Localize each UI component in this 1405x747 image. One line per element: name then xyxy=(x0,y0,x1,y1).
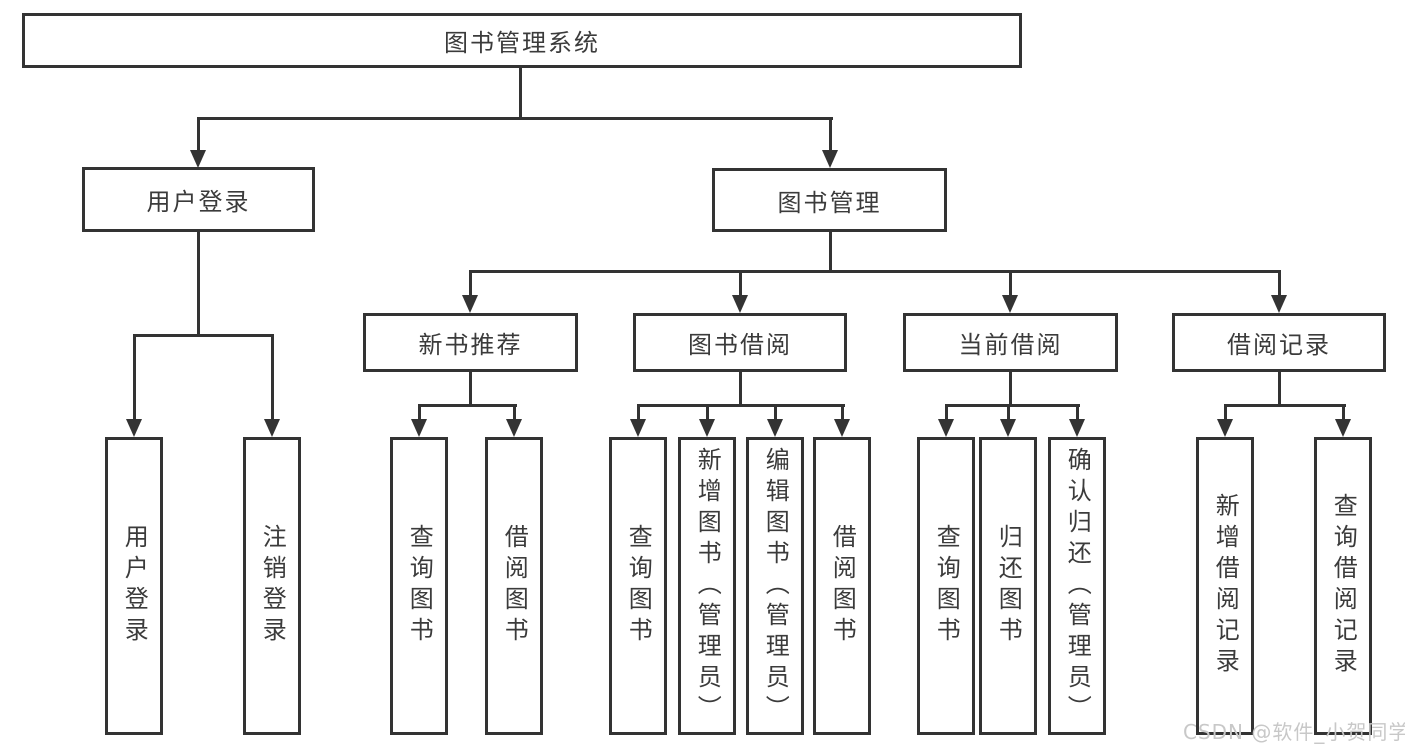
node-user-login-branch: 用户登录 xyxy=(82,167,315,232)
connector-drop-user-login xyxy=(197,117,200,151)
connector-root-stem xyxy=(519,68,522,118)
connector-drop-add-books xyxy=(706,404,709,420)
node-leaf-query-books-3-label: 查询图书 xyxy=(932,524,961,648)
node-new-book-recommendation: 新书推荐 xyxy=(363,313,578,372)
node-user-login-branch-label: 用户登录 xyxy=(146,188,251,216)
node-leaf-query-books-2-label: 查询图书 xyxy=(624,524,653,648)
arrowhead-new-book xyxy=(462,295,478,313)
arrowhead-query-books-2 xyxy=(630,419,646,437)
connector-current-borrowing-stem xyxy=(1009,372,1012,407)
connector-drop-query-borrow-record xyxy=(1342,404,1345,420)
connector-split-group2 xyxy=(418,404,517,407)
node-borrowing-records: 借阅记录 xyxy=(1172,313,1386,372)
node-leaf-query-books-3: 查询图书 xyxy=(917,437,975,735)
node-leaf-borrow-books-1: 借阅图书 xyxy=(485,437,543,735)
connector-split-group4 xyxy=(945,404,1080,407)
node-leaf-query-books-1-label: 查询图书 xyxy=(405,524,434,648)
node-current-borrowing-label: 当前借阅 xyxy=(958,331,1063,359)
connector-borrowing-records-stem xyxy=(1278,372,1281,407)
node-leaf-logout-label: 注销登录 xyxy=(258,524,287,648)
node-leaf-add-books-admin: 新增图书（管理员） xyxy=(678,437,736,735)
node-book-borrowing: 图书借阅 xyxy=(633,313,847,372)
connector-drop-borrowing-records xyxy=(1278,270,1281,296)
arrowhead-leaf-logout xyxy=(264,419,280,437)
connector-drop-query-books-3 xyxy=(945,404,948,420)
node-book-management-branch: 图书管理 xyxy=(712,168,947,232)
node-new-book-recommendation-label: 新书推荐 xyxy=(418,331,523,359)
node-leaf-logout: 注销登录 xyxy=(243,437,301,735)
node-leaf-confirm-return-admin: 确认归还（管理员） xyxy=(1048,437,1106,735)
node-leaf-query-borrow-record: 查询借阅记录 xyxy=(1314,437,1372,735)
arrowhead-borrowing-records xyxy=(1271,295,1287,313)
arrowhead-query-borrow-record xyxy=(1335,419,1351,437)
csdn-watermark: CSDN @软件_小贺同学 xyxy=(1183,720,1405,744)
connector-split-group3 xyxy=(637,404,845,407)
arrowhead-add-books xyxy=(699,419,715,437)
node-root: 图书管理系统 xyxy=(22,13,1022,68)
node-book-borrowing-label: 图书借阅 xyxy=(688,331,792,359)
connector-drop-leaf-user-login xyxy=(133,334,136,420)
connector-drop-query-books-1 xyxy=(418,404,421,420)
connector-drop-current-borrowing xyxy=(1009,270,1012,296)
node-leaf-add-books-admin-label: 新增图书（管理员） xyxy=(693,446,722,726)
arrowhead-user-login xyxy=(190,150,206,168)
connector-drop-query-books-2 xyxy=(637,404,640,420)
node-leaf-query-borrow-record-label: 查询借阅记录 xyxy=(1329,493,1358,679)
node-root-label: 图书管理系统 xyxy=(444,29,600,57)
arrowhead-borrow-books-1 xyxy=(506,419,522,437)
arrowhead-book-management xyxy=(822,150,838,168)
node-book-management-branch-label: 图书管理 xyxy=(777,188,882,217)
arrowhead-leaf-user-login xyxy=(126,419,142,437)
connector-level3-split xyxy=(469,270,1281,273)
node-leaf-add-borrow-record: 新增借阅记录 xyxy=(1196,437,1254,735)
arrowhead-edit-books xyxy=(767,419,783,437)
node-leaf-edit-books-admin-label: 编辑图书（管理员） xyxy=(761,446,790,726)
connector-new-book-stem xyxy=(469,372,472,407)
connector-drop-borrow-books-2 xyxy=(841,404,844,420)
connector-split-group5 xyxy=(1224,404,1346,407)
connector-user-login-split xyxy=(133,334,274,337)
arrowhead-query-books-1 xyxy=(411,419,427,437)
connector-root-split xyxy=(197,117,833,120)
arrowhead-add-borrow-record xyxy=(1217,419,1233,437)
connector-drop-confirm-return xyxy=(1076,404,1079,420)
connector-drop-leaf-logout xyxy=(271,334,274,420)
connector-drop-edit-books xyxy=(774,404,777,420)
connector-book-management-stem xyxy=(829,232,832,273)
arrowhead-current-borrowing xyxy=(1002,295,1018,313)
connector-drop-book-management xyxy=(829,117,832,151)
node-leaf-borrow-books-1-label: 借阅图书 xyxy=(500,524,529,648)
node-current-borrowing: 当前借阅 xyxy=(903,313,1118,372)
node-leaf-borrow-books-2-label: 借阅图书 xyxy=(828,524,857,648)
node-leaf-user-login-label: 用户登录 xyxy=(120,524,149,648)
node-leaf-edit-books-admin: 编辑图书（管理员） xyxy=(746,437,804,735)
node-leaf-query-books-2: 查询图书 xyxy=(609,437,667,735)
connector-user-login-stem xyxy=(197,232,200,336)
arrowhead-book-borrowing xyxy=(732,295,748,313)
arrowhead-query-books-3 xyxy=(938,419,954,437)
connector-book-borrowing-stem xyxy=(739,372,742,407)
node-leaf-add-borrow-record-label: 新增借阅记录 xyxy=(1211,493,1240,679)
connector-drop-book-borrowing xyxy=(739,270,742,296)
arrowhead-confirm-return xyxy=(1069,419,1085,437)
arrowhead-borrow-books-2 xyxy=(834,419,850,437)
connector-drop-return-books xyxy=(1007,404,1010,420)
node-leaf-user-login: 用户登录 xyxy=(105,437,163,735)
node-leaf-confirm-return-admin-label: 确认归还（管理员） xyxy=(1063,446,1092,726)
connector-drop-borrow-books-1 xyxy=(513,404,516,420)
node-leaf-return-books: 归还图书 xyxy=(979,437,1037,735)
node-leaf-query-books-1: 查询图书 xyxy=(390,437,448,735)
node-leaf-return-books-label: 归还图书 xyxy=(994,524,1023,648)
arrowhead-return-books xyxy=(1000,419,1016,437)
connector-drop-new-book xyxy=(469,270,472,296)
node-borrowing-records-label: 借阅记录 xyxy=(1227,331,1331,359)
connector-drop-add-borrow-record xyxy=(1224,404,1227,420)
node-leaf-borrow-books-2: 借阅图书 xyxy=(813,437,871,735)
